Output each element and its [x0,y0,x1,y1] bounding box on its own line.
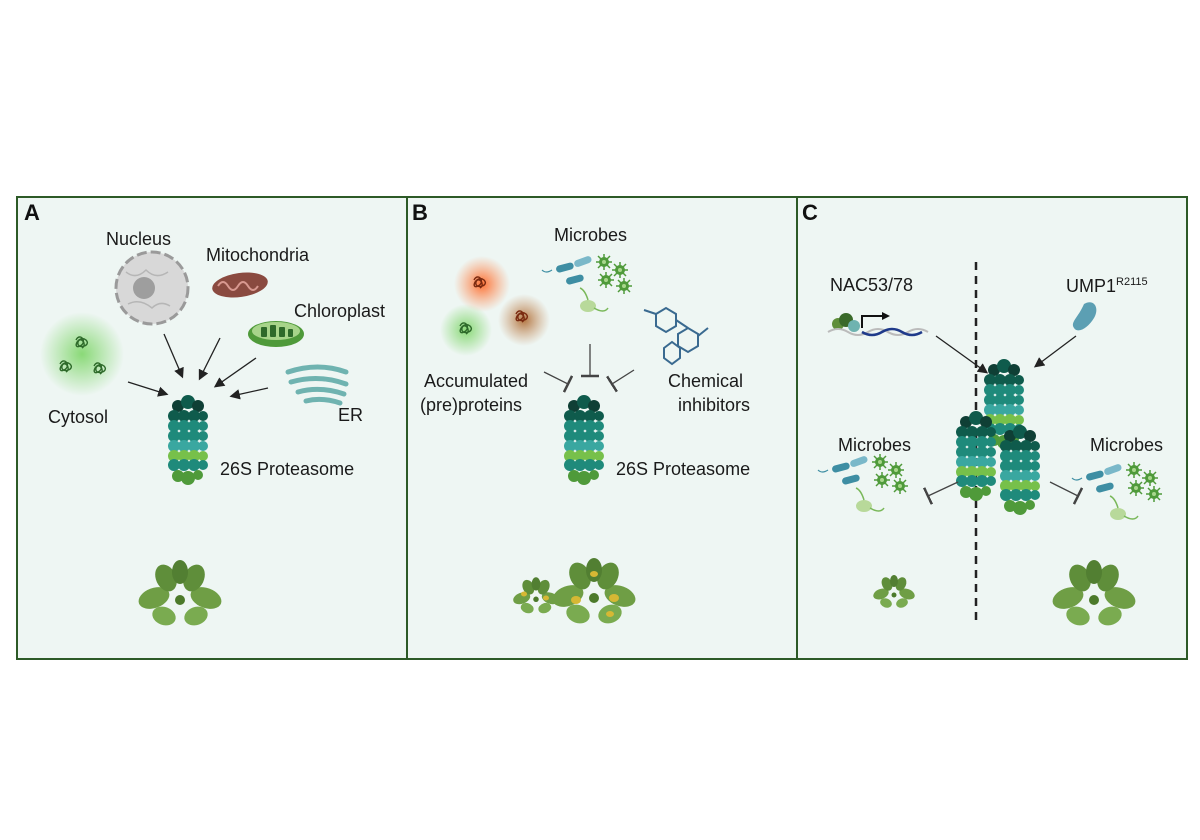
small-plant-icon [871,575,917,610]
label-proteasome-a: 26S Proteasome [220,459,355,479]
er-icon [285,364,349,406]
proteasome-icon-b [564,395,604,485]
nac-dna-icon [827,312,929,337]
label-cytosol: Cytosol [48,407,109,427]
label-microbes-b: Microbes [554,225,628,245]
mitochondria-icon [212,272,268,298]
microbes-icon-c-right [1072,462,1162,520]
label-ump1-sup: R2115 [1116,276,1148,288]
label-microbes-c-right: Microbes [1090,435,1164,455]
chemical-inhibitors-icon [643,306,709,366]
inhibition-microbes-c-left [922,481,959,505]
chloroplast-icon [248,321,304,347]
arrow-er [229,387,269,400]
arrow-nac [935,335,989,374]
figure: A B C Nucleus Mitochondria Chloroplast C… [16,196,1188,664]
sick-plants-icon [511,558,639,627]
inhibition-microbes-c-right [1049,481,1084,505]
label-mitochondria: Mitochondria [206,245,310,265]
diagram-artwork [40,250,1188,629]
plant-icon [135,560,225,629]
panel-a [16,196,408,660]
panel-letter-c: C [802,200,818,225]
label-chloroplast: Chloroplast [294,301,386,321]
arrow-mitochondria [198,337,221,381]
label-ump1-main: UMP1 [1066,276,1117,296]
proteasome-icon [168,395,208,485]
label-accumulated-1: Accumulated [424,371,529,391]
arrow-ump1 [1033,335,1077,368]
arrow-nucleus [163,333,184,379]
healthy-plant-icon [1049,560,1139,629]
label-ump1: UMP1R2115 [1066,276,1148,297]
proteasome-icon-c-right [1000,425,1040,515]
label-proteasome-b: 26S Proteasome [616,459,751,479]
label-er: ER [338,405,364,425]
arrow-chloroplast [213,357,257,388]
cytosol-icon [40,312,124,396]
label-nucleus: Nucleus [106,229,172,249]
inhibition-chemical [606,369,635,393]
microbes-icon-b [542,254,632,312]
accumulated-proteins-icon [440,256,550,356]
panel-letter-b: B [412,200,428,225]
microbes-icon-c-left [818,454,908,512]
label-chemical-2: inhibitors [678,395,751,415]
label-nac: NAC53/78 [830,275,914,295]
arrow-cytosol [127,381,169,397]
label-accumulated-2: (pre)proteins [420,395,523,415]
proteasome-icon-c-left [956,411,996,501]
label-microbes-c-left: Microbes [838,435,912,455]
panel-letter-a: A [24,200,40,225]
inhibition-accumulated [543,371,574,393]
label-chemical-1: Chemical [668,371,744,391]
ump1-icon [1072,302,1097,331]
